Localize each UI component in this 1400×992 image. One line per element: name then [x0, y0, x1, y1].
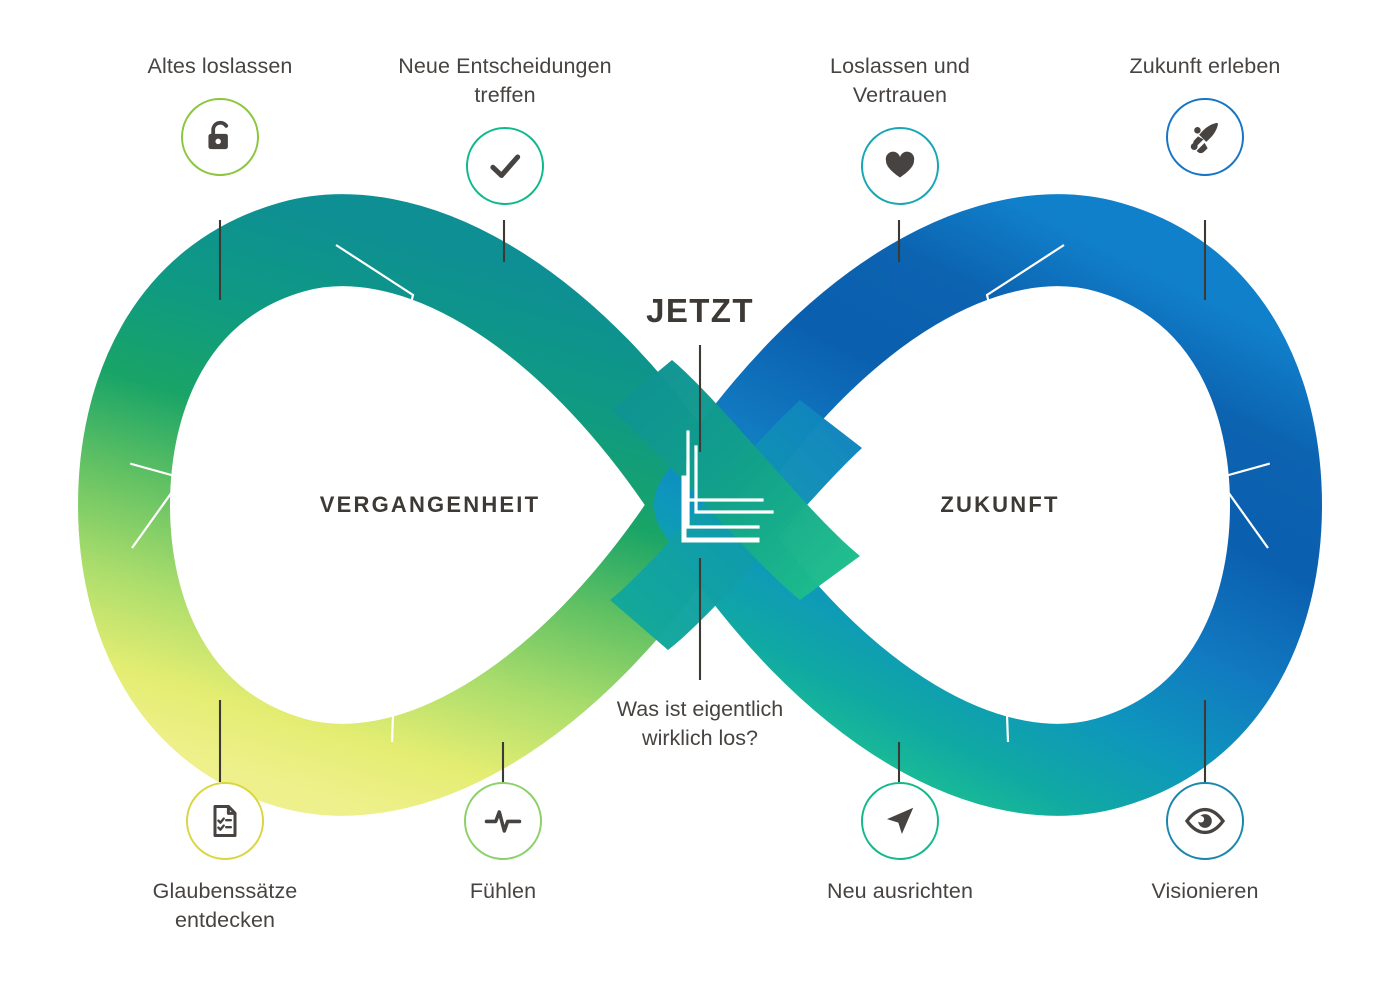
- rocket-icon-ring[interactable]: [1166, 98, 1244, 176]
- eye-icon-ring[interactable]: [1166, 782, 1244, 860]
- rocket-icon: [1184, 116, 1226, 158]
- node-neu-ausrichten[interactable]: Neu ausrichten: [785, 782, 1015, 906]
- node-neue-entscheidungen-treffen[interactable]: Neue Entscheidungen treffen: [390, 52, 620, 205]
- pulse-icon: [481, 799, 525, 843]
- connector-lines: [218, 220, 1207, 782]
- heart-icon: [880, 146, 920, 186]
- center-question-label: Was ist eigentlich wirklich los?: [616, 697, 784, 750]
- node-label-fuehlen: Fühlen: [469, 879, 537, 903]
- past-loop-title: VERGANGENHEIT: [319, 492, 541, 517]
- heart-icon-ring[interactable]: [861, 127, 939, 205]
- now-label: JETZT: [646, 292, 754, 329]
- node-label-loslassen-und-vertrauen: Loslassen und Vertrauen: [830, 54, 970, 107]
- node-label-visionieren: Visionieren: [1151, 879, 1259, 903]
- open-padlock-icon: [199, 116, 241, 158]
- node-label-neu-ausrichten: Neu ausrichten: [826, 879, 973, 903]
- document-checklist-icon-ring[interactable]: [186, 782, 264, 860]
- check-icon-ring[interactable]: [466, 127, 544, 205]
- node-glaubenssaetze-entdecken[interactable]: Glaubenssätze entdecken: [110, 782, 340, 935]
- node-visionieren[interactable]: Visionieren: [1090, 782, 1320, 906]
- document-checklist-icon: [205, 801, 245, 841]
- node-zukunft-erleben[interactable]: Zukunft erleben: [1090, 52, 1320, 176]
- navigation-arrow-icon: [879, 800, 921, 842]
- future-loop-title: ZUKUNFT: [940, 492, 1060, 517]
- check-icon: [483, 144, 527, 188]
- node-altes-loslassen[interactable]: Altes loslassen: [105, 52, 335, 176]
- open-padlock-icon-ring[interactable]: [181, 98, 259, 176]
- pulse-icon-ring[interactable]: [464, 782, 542, 860]
- node-fuehlen[interactable]: Fühlen: [388, 782, 618, 906]
- node-loslassen-und-vertrauen[interactable]: Loslassen und Vertrauen: [785, 52, 1015, 205]
- loop-crossing: [610, 360, 862, 650]
- navigation-arrow-icon-ring[interactable]: [861, 782, 939, 860]
- node-label-neue-entscheidungen-treffen: Neue Entscheidungen treffen: [398, 54, 612, 107]
- right-loop-future: [654, 194, 1322, 816]
- node-label-zukunft-erleben: Zukunft erleben: [1129, 54, 1281, 78]
- left-loop-past: [78, 194, 746, 816]
- eye-icon: [1183, 799, 1227, 843]
- node-label-altes-loslassen: Altes loslassen: [147, 54, 293, 78]
- node-label-glaubenssaetze-entdecken: Glaubenssätze entdecken: [152, 879, 298, 932]
